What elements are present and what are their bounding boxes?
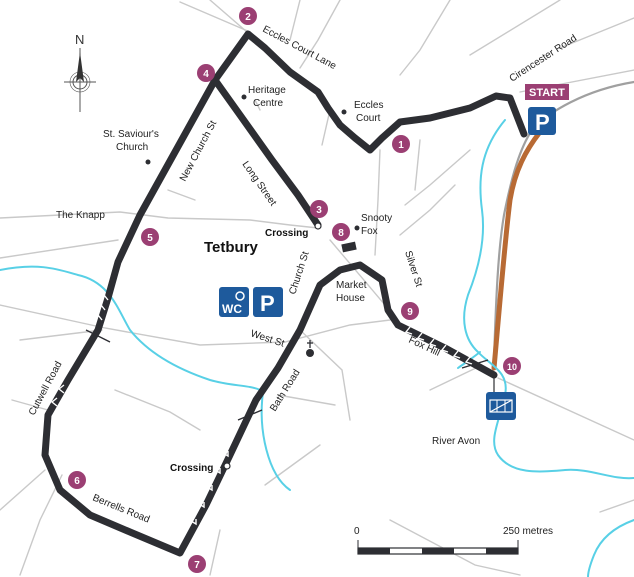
waypoint-numbers: 1 2 3 4 5 6 7 8 9 10: [74, 12, 517, 571]
road-label-the-knapp: The Knapp: [56, 210, 105, 221]
town-name: Tetbury: [204, 239, 259, 256]
eccles-court-label-1: Eccles: [354, 100, 383, 111]
crossing-point-upper: [314, 222, 322, 230]
waypoint-2: [239, 7, 257, 25]
snooty-fox-label-2: Fox: [361, 226, 378, 237]
waypoint-8: [332, 223, 350, 241]
crossing-label-lower: Crossing: [170, 463, 213, 474]
waypoint-7: [188, 555, 206, 573]
waypoint-2-label: 2: [245, 12, 251, 23]
st-saviours-label-1: St. Saviour's: [103, 129, 159, 140]
road-label-long-street: Long Street: [240, 159, 279, 208]
eccles-court-label-2: Court: [356, 113, 381, 124]
waypoint-9-label: 9: [407, 307, 413, 318]
road-label-eccles-court-lane: Eccles Court Lane: [261, 24, 339, 72]
scale-bar: [357, 540, 519, 555]
gate-icon: [486, 375, 516, 420]
waypoint-9: [401, 302, 419, 320]
heritage-centre-label-2: Centre: [253, 98, 283, 109]
wc-icon: [219, 287, 249, 317]
waypoint-4-label: 4: [203, 69, 209, 80]
road-label-west-st: West St: [249, 328, 286, 349]
road-crossing-ticks: [85, 329, 489, 421]
waypoint-10: [503, 357, 521, 375]
road-label-silver-st: Silver St: [402, 250, 424, 289]
parking-letter: P: [260, 291, 275, 316]
snooty-fox-label-1: Snooty: [361, 213, 392, 224]
direction-arrows: [50, 116, 473, 526]
north-label: N: [75, 32, 84, 47]
market-house-label-2: House: [336, 293, 365, 304]
north-compass-icon: [64, 48, 96, 112]
start-flag: [525, 84, 569, 100]
waypoint-7-label: 7: [194, 560, 200, 571]
crossing-point-lower: [223, 462, 231, 470]
road-label-church-st: Church St: [287, 250, 311, 296]
waypoint-5-label: 5: [147, 233, 153, 244]
scale-max-label: 250 metres: [503, 526, 553, 537]
waypoint-markers: [68, 7, 521, 573]
waypoint-1: [392, 135, 410, 153]
road-label-cirencester: Cirencester Road: [508, 33, 579, 85]
waypoint-8-label: 8: [338, 228, 344, 239]
waypoint-3: [310, 200, 328, 218]
accessible-icon: [235, 291, 245, 301]
start-parking-letter: P: [535, 110, 550, 135]
wc-label: WC: [222, 302, 242, 316]
church-icon: [306, 340, 314, 357]
scale-zero-label: 0: [354, 526, 360, 537]
start-parking-icon: [528, 107, 556, 135]
waypoint-6: [68, 471, 86, 489]
river-avon-label: River Avon: [432, 436, 480, 447]
railway: [491, 80, 634, 371]
market-house-label-1: Market: [336, 280, 367, 291]
waypoint-5: [141, 228, 159, 246]
waypoint-4: [197, 64, 215, 82]
waypoint-10-label: 10: [507, 362, 517, 372]
waypoint-6-label: 6: [74, 476, 80, 487]
crossing-label-upper: Crossing: [265, 228, 308, 239]
waypoint-3-label: 3: [316, 205, 322, 216]
parking-icon: [253, 287, 283, 317]
place-dots: [145, 94, 360, 231]
river: [0, 119, 634, 577]
market-house-marker: [341, 241, 357, 253]
heritage-centre-label-1: Heritage: [248, 85, 286, 96]
waypoint-1-label: 1: [398, 140, 404, 151]
st-saviours-label-2: Church: [116, 142, 148, 153]
start-label: START: [529, 87, 565, 99]
walking-route: [41, 30, 528, 557]
